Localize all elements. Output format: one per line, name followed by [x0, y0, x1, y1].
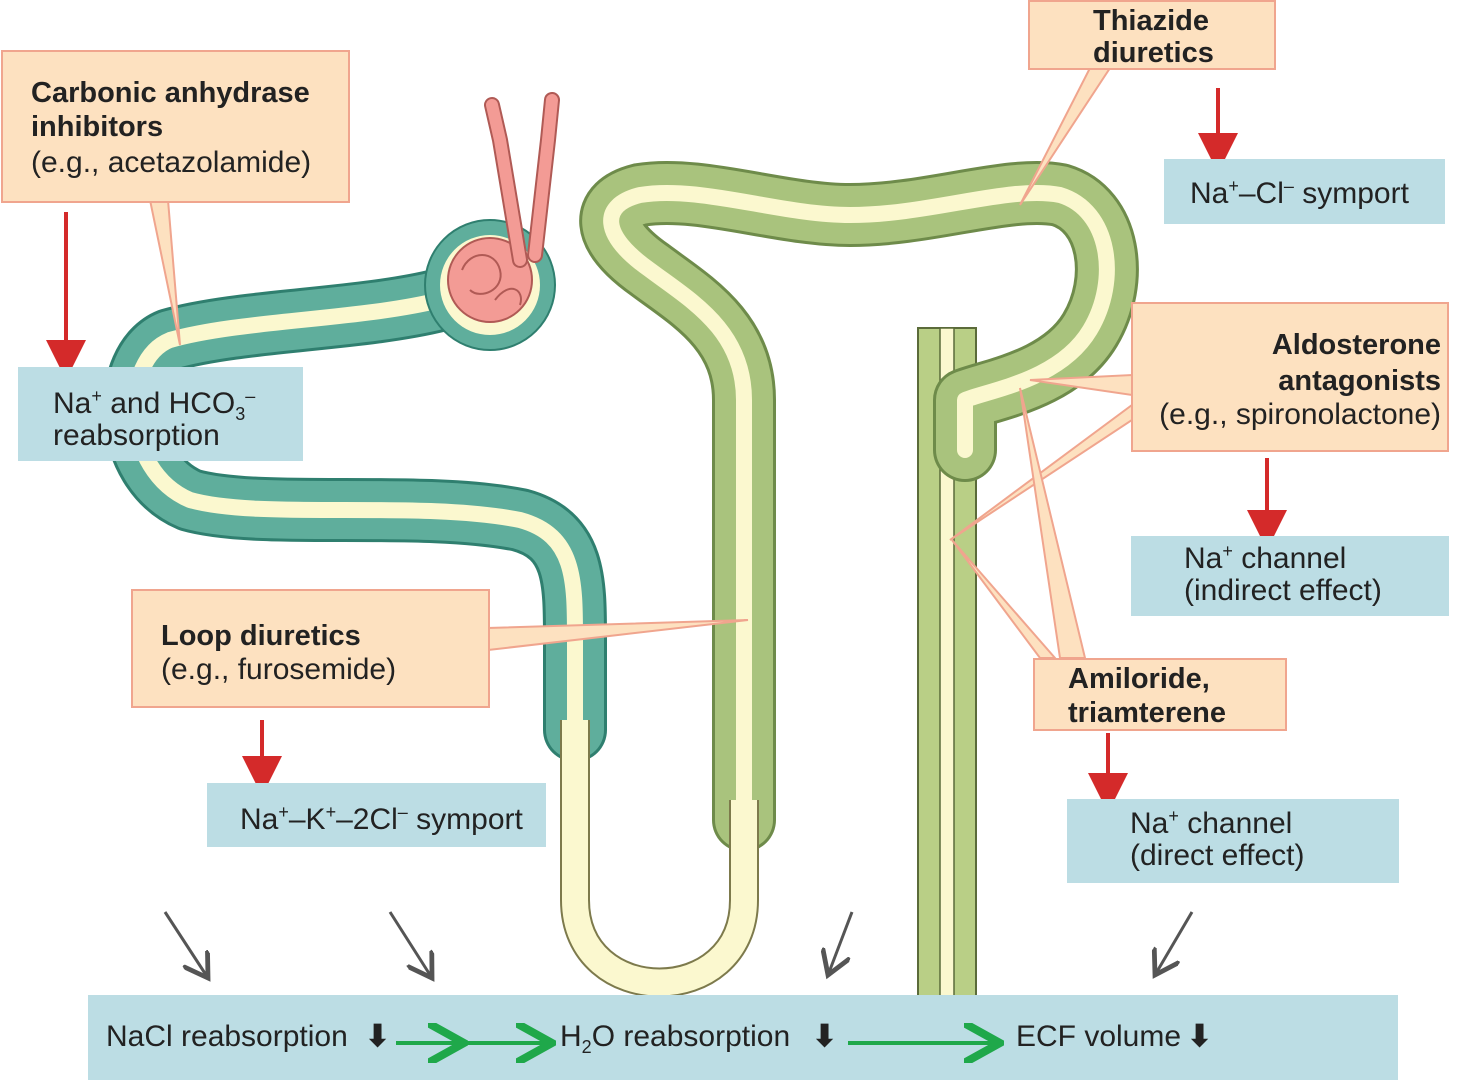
- na-channel-direct-line2: (direct effect): [1130, 839, 1305, 872]
- loop-of-henle: [560, 720, 759, 998]
- na-cl-symport-box: Na+–Cl– symport: [1164, 159, 1445, 224]
- proximal-tubule: [102, 268, 607, 762]
- nacl-down-arrow: ⬇: [365, 1020, 391, 1053]
- distal-tubule: [579, 160, 1139, 852]
- amiloride-box: Amiloride, triamterene: [1033, 658, 1287, 731]
- thiazide-title-line1: Thiazide: [1093, 5, 1210, 37]
- na-hco3-line1: Na+ and HCO3–: [53, 386, 256, 424]
- na-channel-direct-line1: Na+ channel: [1130, 806, 1293, 840]
- carbonic-title-line2: inhibitors: [31, 111, 164, 143]
- loop-title: Loop diuretics: [161, 620, 361, 652]
- na-k-2cl-text: Na+–K+–2Cl– symport: [240, 802, 523, 836]
- na-channel-indirect-line1: Na+ channel: [1184, 541, 1347, 575]
- h2o-reabsorption-label: H2O reabsorption: [560, 1020, 791, 1057]
- nacl-reabsorption-label: NaCl reabsorption: [106, 1020, 348, 1053]
- na-hco3-line2: reabsorption: [53, 419, 220, 452]
- carbonic-anhydrase-box: Carbonic anhydrase inhibitors (e.g., ace…: [1, 50, 350, 203]
- red-arrows: [46, 88, 1287, 813]
- h2o-down-arrow: ⬇: [812, 1020, 838, 1053]
- na-cl-text: Na+–Cl– symport: [1190, 176, 1409, 210]
- thiazide-box: Thiazide diuretics: [1028, 0, 1276, 70]
- carbonic-title-line1: Carbonic anhydrase: [31, 77, 310, 109]
- thiazide-title-line2: diuretics: [1093, 37, 1214, 69]
- ecf-down-arrow: ⬇: [1187, 1020, 1213, 1053]
- na-channel-indirect-line2: (indirect effect): [1184, 574, 1382, 607]
- aldosterone-title-line2: antagonists: [1278, 365, 1441, 397]
- carbonic-example: (e.g., acetazolamide): [31, 146, 312, 179]
- amiloride-title-line2: triamterene: [1068, 697, 1226, 729]
- loop-diuretics-box: Loop diuretics (e.g., furosemide): [131, 589, 490, 708]
- amiloride-title-line1: Amiloride,: [1068, 663, 1210, 695]
- loop-example: (e.g., furosemide): [161, 653, 397, 686]
- aldosterone-example: (e.g., spironolactone): [1159, 398, 1441, 431]
- na-channel-indirect-box: Na+ channel (indirect effect): [1131, 536, 1449, 616]
- aldosterone-title-line1: Aldosterone: [1271, 329, 1441, 361]
- na-channel-direct-box: Na+ channel (direct effect): [1067, 799, 1399, 883]
- glomerulus: [424, 92, 560, 351]
- ecf-volume-label: ECF volume: [1016, 1020, 1182, 1053]
- na-hco3-reabsorption-box: Na+ and HCO3– reabsorption: [18, 367, 303, 461]
- aldosterone-box: Aldosterone antagonists (e.g., spironola…: [1131, 302, 1449, 452]
- grey-arrows: [163, 911, 1194, 978]
- na-k-2cl-symport-box: Na+–K+–2Cl– symport: [207, 783, 546, 847]
- summary-bar: NaCl reabsorption ⬇ H2O reabsorption ⬇ E…: [88, 995, 1398, 1080]
